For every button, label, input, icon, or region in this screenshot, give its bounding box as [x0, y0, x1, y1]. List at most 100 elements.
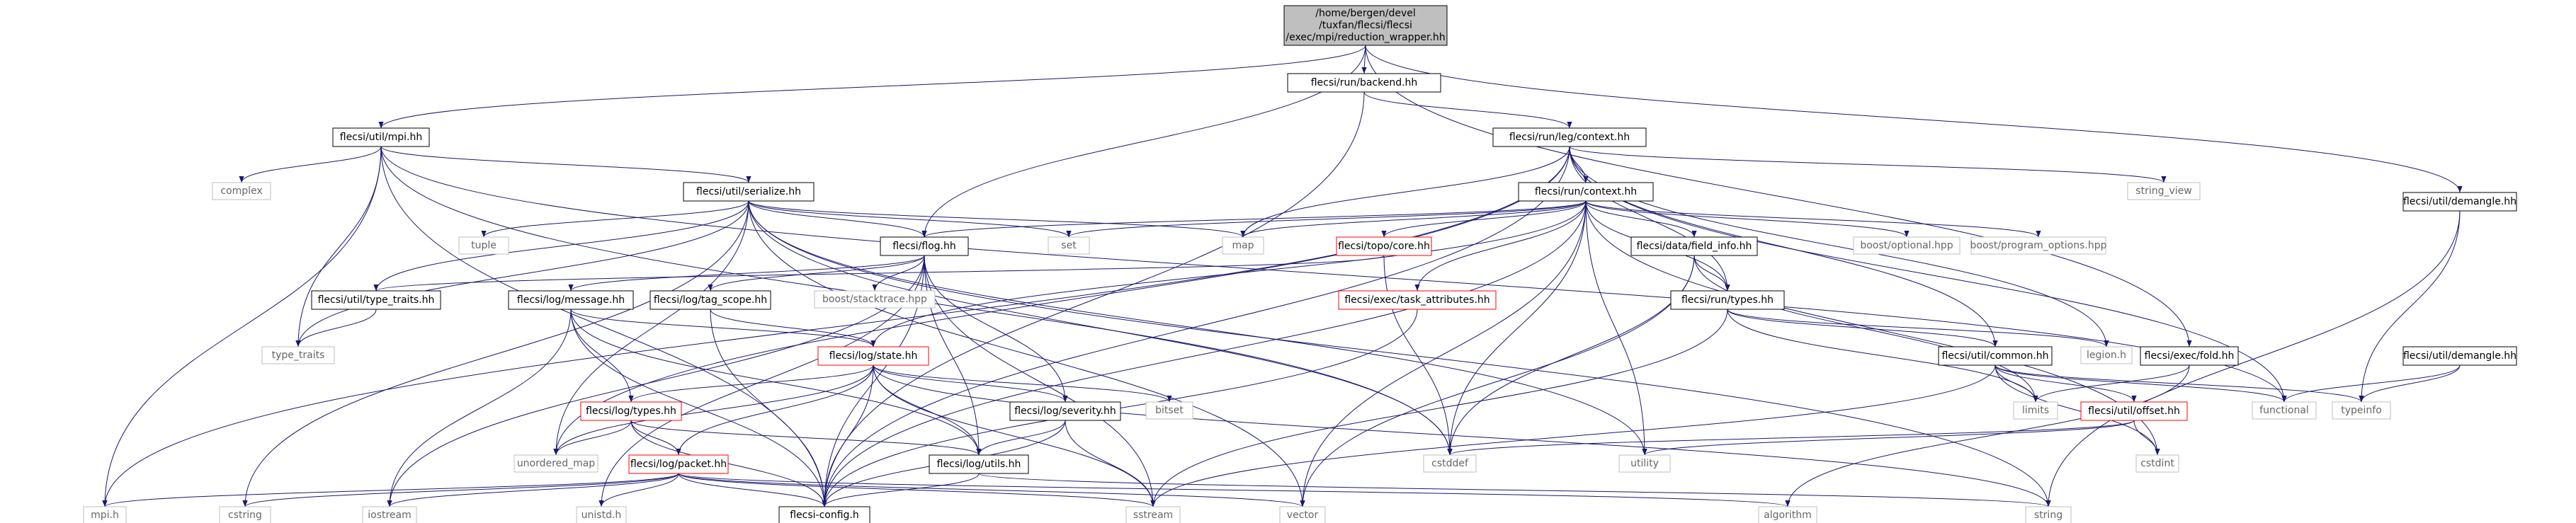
node-n4[interactable]: flecsi/util/demangle.hh	[2402, 192, 2517, 212]
node-box[interactable]	[880, 236, 969, 256]
node-n11: set	[1048, 236, 1090, 255]
node-label: string_view	[2135, 185, 2191, 197]
node-n46[interactable]: flecsi-config.h	[778, 506, 870, 523]
edge-n38-to-n48	[678, 473, 1305, 507]
node-n28[interactable]: flecsi/util/demangle.hh	[2402, 346, 2517, 366]
node-box	[580, 401, 682, 421]
node-box	[219, 506, 271, 523]
node-n7[interactable]: flecsi/run/context.hh	[1518, 182, 1654, 202]
node-box[interactable]	[929, 454, 1029, 474]
node-n30[interactable]: flecsi/log/severity.hh	[1009, 401, 1121, 421]
node-box	[261, 346, 335, 364]
node-n38: flecsi/log/packet.hh	[628, 454, 729, 474]
edge-n13-to-n39	[1383, 255, 1453, 456]
node-label: vector	[1287, 510, 1319, 521]
node-label: flecsi/log/message.hh	[517, 294, 625, 306]
edge-n17-to-n23	[295, 309, 377, 347]
node-box[interactable]	[2402, 192, 2517, 212]
node-n2[interactable]: flecsi/util/mpi.hh	[332, 127, 430, 147]
edge-n3-to-n46	[822, 146, 1570, 507]
node-box	[1618, 454, 1671, 473]
node-box[interactable]	[1287, 73, 1441, 93]
node-n10[interactable]: flecsi/flog.hh	[880, 236, 969, 256]
node-box[interactable]	[683, 182, 815, 202]
node-label: map	[1232, 240, 1254, 251]
edge-n25-to-n33	[1995, 364, 2137, 403]
edge-n6-to-n10	[748, 200, 927, 238]
node-n3[interactable]: flecsi/run/leg/context.hh	[1492, 127, 1647, 147]
node-box[interactable]	[332, 127, 430, 147]
node-label: flecsi/topo/core.hh	[1338, 241, 1430, 252]
edge-n24-to-n36	[553, 364, 874, 456]
node-box	[1758, 506, 1817, 523]
node-label: set	[1061, 240, 1077, 251]
node-n18[interactable]: flecsi/log/message.hh	[508, 290, 634, 310]
edge-n30-to-n37	[976, 420, 1066, 456]
node-box	[2080, 401, 2188, 421]
node-n43: cstring	[219, 506, 271, 523]
node-n14[interactable]: flecsi/data/field_info.hh	[1630, 236, 1758, 256]
node-box[interactable]	[508, 290, 634, 310]
node-box[interactable]	[2140, 346, 2239, 366]
node-n6[interactable]: flecsi/util/serialize.hh	[683, 182, 815, 202]
node-label: unordered_map	[517, 458, 595, 469]
node-n0[interactable]: /home/bergen/devel/tuxfan/flecsi/flecsi/…	[1283, 5, 1448, 46]
edge-n3-to-n22	[1569, 146, 1730, 292]
node-box[interactable]	[1938, 346, 2053, 366]
node-box[interactable]	[1492, 127, 1647, 147]
node-label: boost/program_options.hpp	[1970, 240, 2107, 251]
node-box[interactable]	[1670, 290, 1785, 310]
node-n22[interactable]: flecsi/run/types.hh	[1670, 290, 1785, 310]
node-box[interactable]	[1009, 401, 1121, 421]
node-n17[interactable]: flecsi/util/type_traits.hh	[311, 290, 441, 310]
node-label: string	[2034, 510, 2062, 521]
node-n19[interactable]: flecsi/log/tag_scope.hh	[649, 290, 771, 310]
edge-n6-to-n9	[481, 200, 749, 238]
node-box[interactable]	[649, 290, 771, 310]
edge-n19-to-n24	[710, 309, 876, 347]
node-box[interactable]	[2402, 346, 2517, 366]
node-label: boost/stacktrace.hpp	[822, 294, 927, 305]
node-n25[interactable]: flecsi/util/common.hh	[1938, 346, 2053, 366]
node-n37[interactable]: flecsi/log/utils.hh	[929, 454, 1029, 474]
edge-n27-to-n49	[1785, 364, 2190, 507]
edge-n33-to-n40	[1642, 420, 2135, 456]
node-box	[362, 506, 417, 523]
node-n27[interactable]: flecsi/exec/fold.hh	[2140, 346, 2239, 366]
header-nodes: /home/bergen/devel/tuxfan/flecsi/flecsi/…	[83, 5, 2517, 523]
edge-n4-to-n50	[2046, 210, 2461, 507]
node-box[interactable]	[778, 506, 870, 523]
node-box[interactable]	[1630, 236, 1758, 256]
node-label: flecsi/util/mpi.hh	[340, 132, 423, 143]
node-label: limits	[2022, 405, 2049, 416]
node-label: mpi.h	[91, 510, 119, 521]
edge-n10-to-n37	[924, 255, 982, 456]
edge-n25-to-n47	[1150, 364, 1996, 507]
node-label: flecsi/flog.hh	[892, 241, 956, 252]
edge-n10-to-n18	[568, 255, 925, 292]
node-box[interactable]	[1283, 5, 1448, 46]
edge-n14-to-n22	[1693, 255, 1730, 292]
edge-n18-to-n46	[570, 309, 827, 507]
edge-n2-to-n42	[102, 146, 382, 507]
node-label: functional	[2259, 405, 2309, 416]
edge-n6-to-n39	[748, 200, 1453, 456]
node-box[interactable]	[311, 290, 441, 310]
edge-n10-to-n19	[708, 255, 925, 292]
edge-n1-to-n3	[1363, 91, 1572, 129]
edge-n10-to-n47	[924, 255, 1156, 507]
edge-n22-to-n47	[1150, 309, 1728, 507]
node-label: bitset	[1155, 405, 1184, 416]
edge-n27-to-n32	[2033, 364, 2190, 403]
edge-n3-to-n8	[1569, 146, 2167, 183]
node-box[interactable]	[1518, 182, 1654, 202]
node-n1[interactable]: flecsi/run/backend.hh	[1287, 73, 1441, 93]
edge-n10-to-n30	[924, 255, 1068, 403]
node-box	[1970, 236, 2106, 255]
edge-n1-to-n46	[822, 91, 1365, 507]
edge-n6-to-n40	[748, 200, 1647, 456]
node-label: flecsi/run/types.hh	[1681, 294, 1774, 306]
node-box	[1423, 454, 1477, 473]
edge-n22-to-n26	[1727, 309, 2109, 347]
edge-n7-to-n13	[1381, 200, 1587, 238]
